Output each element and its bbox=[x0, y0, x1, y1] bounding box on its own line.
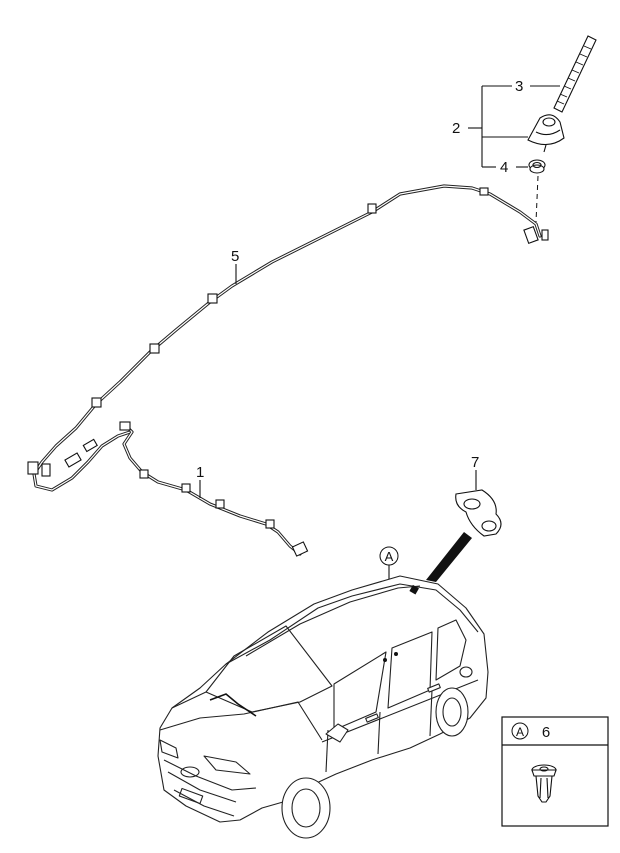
antenna-assembly: 3 2 4 bbox=[452, 35, 597, 223]
roof-wiring-harness: 1 bbox=[119, 421, 309, 557]
antenna-rod bbox=[553, 35, 597, 113]
reference-marker-label: A bbox=[385, 549, 394, 564]
item-7-clip: 7 bbox=[426, 454, 502, 582]
legend-part-number: 6 bbox=[542, 724, 550, 741]
callout-4: 4 bbox=[500, 159, 508, 176]
legend-marker: A bbox=[516, 725, 524, 739]
callout-3: 3 bbox=[515, 78, 523, 95]
group-bracket-2 bbox=[468, 85, 560, 168]
callout-2: 2 bbox=[452, 120, 460, 137]
antenna-feeder-cable: 5 bbox=[27, 184, 549, 492]
legend-box: A 6 bbox=[501, 716, 609, 827]
clip-part-6 bbox=[531, 764, 557, 803]
install-guide-line bbox=[535, 175, 539, 223]
leader-wedge bbox=[426, 532, 472, 582]
cable-clips bbox=[27, 187, 489, 477]
antenna-grommet bbox=[528, 159, 546, 174]
callout-5: 5 bbox=[231, 248, 239, 265]
callout-1: 1 bbox=[196, 464, 204, 481]
antenna-base bbox=[527, 114, 565, 153]
callout-7: 7 bbox=[471, 454, 479, 471]
vehicle-illustration bbox=[157, 575, 489, 839]
